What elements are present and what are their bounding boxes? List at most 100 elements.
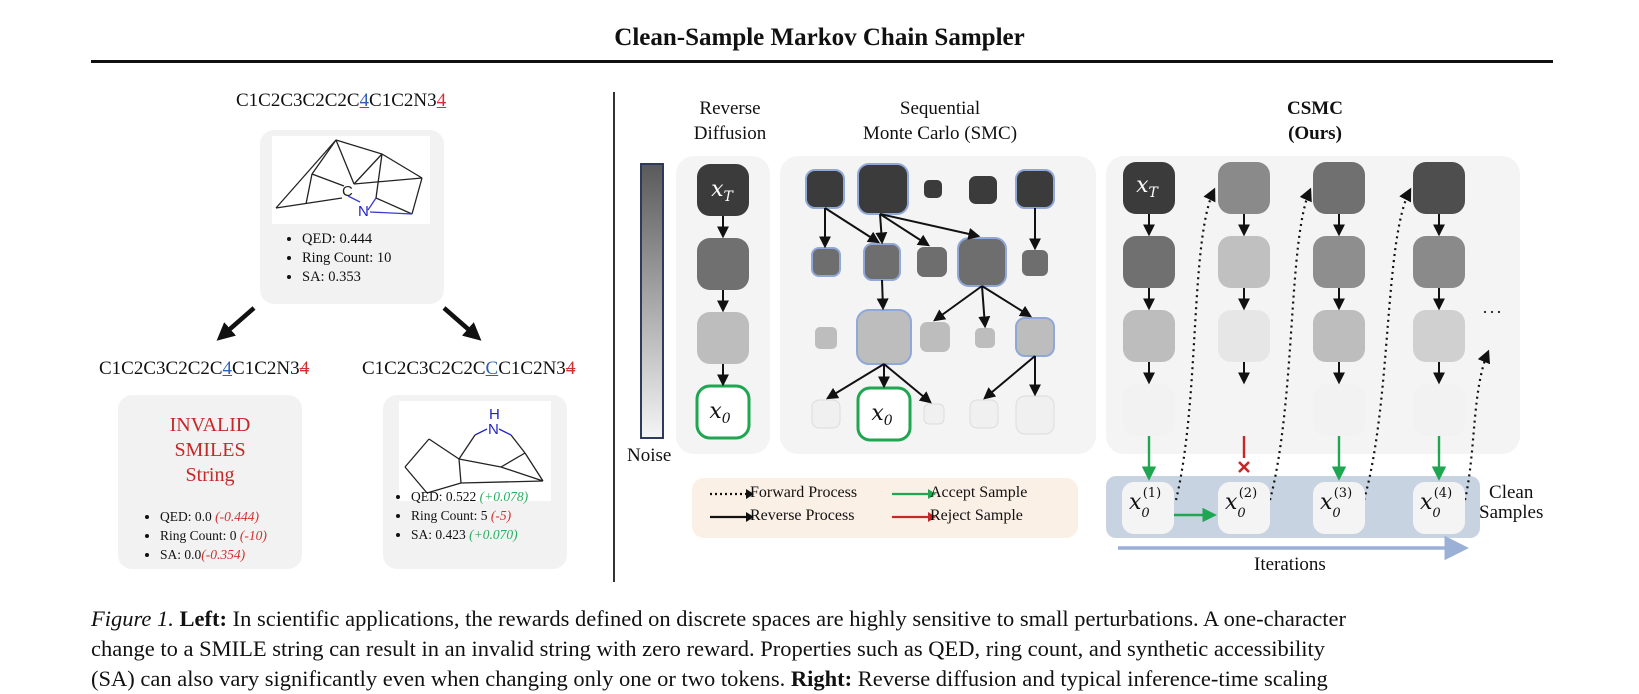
top-molecule-image: C N xyxy=(272,136,430,224)
smc-particle xyxy=(920,322,950,352)
label-line: Clean xyxy=(1489,482,1534,503)
smiles-prefix: C1C2C3C2C2C xyxy=(236,90,360,111)
smc-particle xyxy=(857,163,909,215)
csmc-chains: xT xyxy=(1118,162,1490,561)
csmc-node xyxy=(1413,236,1465,288)
caption-text: In scientific applications, the rewards … xyxy=(232,606,1347,631)
noise-gradient-bar xyxy=(640,163,664,439)
property-delta: (-5) xyxy=(490,508,512,523)
csmc-node xyxy=(1218,162,1270,214)
property-delta: (-0.354) xyxy=(201,547,246,562)
smc-particle xyxy=(805,169,845,209)
csmc-node xyxy=(1218,236,1270,288)
property-item: Ring Count: 5 (-5) xyxy=(411,506,589,525)
property-delta: (-0.444) xyxy=(215,509,259,524)
property-label: SA: 0.0 xyxy=(160,547,202,562)
legend-box: Forward Process Reverse Process Accept S… xyxy=(692,478,1078,538)
panel-divider xyxy=(613,92,615,582)
smiles-middle: C1C2N3 xyxy=(232,358,300,379)
clean-sample-node xyxy=(1122,482,1174,534)
sample-index: 3 xyxy=(1338,486,1348,501)
reverse-line-icon xyxy=(710,512,754,522)
iterations-label: Iterations xyxy=(1254,554,1326,575)
property-delta: (+0.070) xyxy=(469,527,518,542)
property-item: SA: 0.353 xyxy=(302,268,462,287)
smiles-highlight: 4 xyxy=(222,358,233,379)
smc-particle xyxy=(969,176,997,204)
clean-samples-label: Clean Samples xyxy=(1479,483,1543,523)
rd-node-xT xyxy=(697,164,749,216)
label-line: Samples xyxy=(1479,502,1544,523)
invalid-property-list: QED: 0.0 (-0.444) Ring Count: 0 (-10) SA… xyxy=(138,507,330,564)
top-molecule-card: C N QED: 0.444 Ring Count: 10 SA: 0.353 xyxy=(260,130,444,304)
csmc-node xyxy=(1413,162,1465,214)
sample-label: x0(4) xyxy=(1420,486,1453,521)
title-rule xyxy=(91,60,1553,63)
legend-forward: Forward Process xyxy=(750,484,858,501)
csmc-node xyxy=(1313,162,1365,214)
sample-index: 2 xyxy=(1243,486,1253,501)
smc-particle xyxy=(811,399,841,429)
smc-particle xyxy=(923,403,945,425)
smc-particle xyxy=(863,243,901,281)
arrow-to-valid xyxy=(442,306,482,341)
smiles-end: 4 xyxy=(436,90,447,111)
caption-right-label: Right: xyxy=(790,666,853,691)
property-label: QED: 0.522 xyxy=(411,489,480,504)
property-label: QED: 0.0 xyxy=(160,509,216,524)
ellipsis-label: ··· xyxy=(1482,302,1503,322)
csmc-header: CSMC (Ours) xyxy=(1245,96,1385,146)
header-line: Reverse xyxy=(699,98,761,119)
header-line: Diffusion xyxy=(693,123,767,144)
header-line: (Ours) xyxy=(1288,123,1342,144)
sampler-diagram: xT x0 x0 xyxy=(695,162,1490,561)
mutation-arrows xyxy=(216,306,482,341)
atom-c-label: C xyxy=(342,183,353,200)
smc-particle-tree: x0 xyxy=(805,163,1055,442)
atom-n-label: N xyxy=(488,421,499,438)
left-smiles: C1C2C3C2C2C4C1C2N34 xyxy=(99,358,309,380)
smc-particle xyxy=(815,327,837,349)
smc-particle xyxy=(1015,395,1055,435)
property-item: QED: 0.522 (+0.078) xyxy=(411,487,589,506)
smiles-middle: C1C2N3 xyxy=(369,90,437,111)
right-smiles: C1C2C3C2C2CCC1C2N34 xyxy=(362,358,575,380)
smc-particle xyxy=(924,180,942,198)
csmc-node xyxy=(1313,236,1365,288)
top-molecule-structure: C N xyxy=(275,139,423,220)
top-property-list: QED: 0.444 Ring Count: 10 SA: 0.353 xyxy=(280,230,462,287)
invalid-molecule-card: INVALID SMILES String QED: 0.0 (-0.444) … xyxy=(118,395,302,569)
smc-particle xyxy=(969,399,999,429)
forward-arrow xyxy=(1174,187,1216,501)
figure-caption: Figure 1. Left: In scientific applicatio… xyxy=(91,604,1553,694)
invalid-line: String xyxy=(185,464,235,486)
top-smiles: C1C2C3C2C2C4C1C2N34 xyxy=(236,90,446,112)
caption-left-label: Left: xyxy=(179,606,228,631)
clean-sample-node xyxy=(1218,482,1270,534)
sample-label: x0(2) xyxy=(1225,486,1258,521)
sample-index: 4 xyxy=(1438,486,1448,501)
valid-molecule-card: H N QED: 0.522 (+0.078) xyxy=(383,395,567,569)
forward-arrow xyxy=(1268,187,1312,501)
smc-particle xyxy=(975,328,995,348)
csmc-node xyxy=(1123,384,1175,436)
csmc-node xyxy=(1413,310,1465,362)
smiles-highlight: 4 xyxy=(359,90,370,111)
header-line: Monte Carlo (SMC) xyxy=(862,123,1018,144)
property-delta: (-10) xyxy=(239,528,267,543)
property-item: SA: 0.423 (+0.070) xyxy=(411,525,589,544)
csmc-node-xT xyxy=(1123,162,1175,214)
smiles-middle: C1C2N3 xyxy=(498,358,566,379)
smc-particle xyxy=(1015,169,1055,209)
sample-label: x0(1) xyxy=(1129,486,1162,521)
rd-node xyxy=(697,238,749,290)
smiles-highlight: C xyxy=(485,358,499,379)
smc-particle xyxy=(1015,317,1055,357)
atom-n-label: N xyxy=(358,203,369,220)
property-delta: (+0.078) xyxy=(479,489,529,504)
invalid-line: INVALID xyxy=(169,414,251,436)
property-item: Ring Count: 10 xyxy=(302,249,462,268)
smiles-prefix: C1C2C3C2C2C xyxy=(99,358,223,379)
clean-sample-node xyxy=(1313,482,1365,534)
forward-line-icon xyxy=(710,489,754,499)
